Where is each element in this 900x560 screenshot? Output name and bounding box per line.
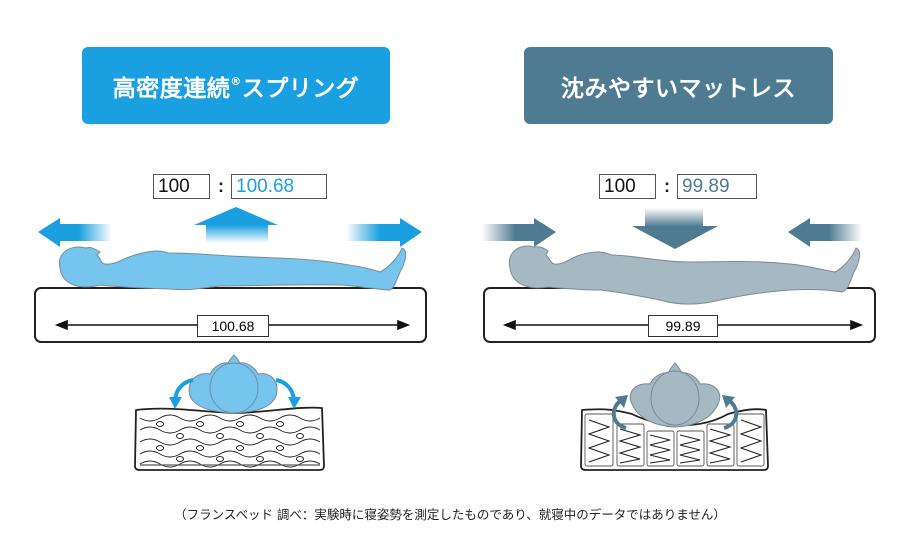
registered-mark: ® (230, 75, 242, 88)
arrow-left-inward-icon (788, 218, 862, 247)
footnote: （フランスベッド 調べ：実験時に寝姿勢を測定したものであり、就寝中のデータではあ… (174, 507, 726, 522)
left-ratio-colon: : (218, 176, 224, 196)
left-ratio-value: 100.68 (231, 174, 327, 199)
right-ratio-base: 100 (599, 174, 656, 199)
left-ratio: 100 : 100.68 (153, 174, 327, 199)
arrow-right-outward-icon (346, 218, 422, 247)
right-ratio-value: 99.89 (677, 174, 757, 199)
arrow-left-outward-icon (38, 218, 112, 247)
left-title-text: 高密度連続 (112, 75, 231, 102)
arrow-right-inward-icon (482, 218, 556, 247)
left-ratio-base: 100 (153, 174, 210, 199)
arrow-up-icon (194, 207, 278, 243)
left-title-banner: 高密度連続®スプリング (82, 47, 390, 124)
arrow-down-icon (632, 208, 718, 249)
right-spring-diagram-icon (580, 362, 769, 471)
right-title-text: 沈みやすいマットレス (561, 75, 796, 102)
left-body-silhouette-icon (58, 246, 407, 291)
right-ratio-colon: : (664, 176, 670, 196)
right-ratio: 100 : 99.89 (599, 174, 757, 199)
right-body-silhouette-icon (508, 245, 861, 305)
left-spring-diagram-icon (134, 354, 325, 471)
right-title-banner: 沈みやすいマットレス (524, 47, 833, 124)
left-title-suffix: スプリング (241, 75, 360, 102)
right-width-label: 99.89 (648, 315, 718, 337)
left-width-label: 100.68 (197, 315, 269, 337)
